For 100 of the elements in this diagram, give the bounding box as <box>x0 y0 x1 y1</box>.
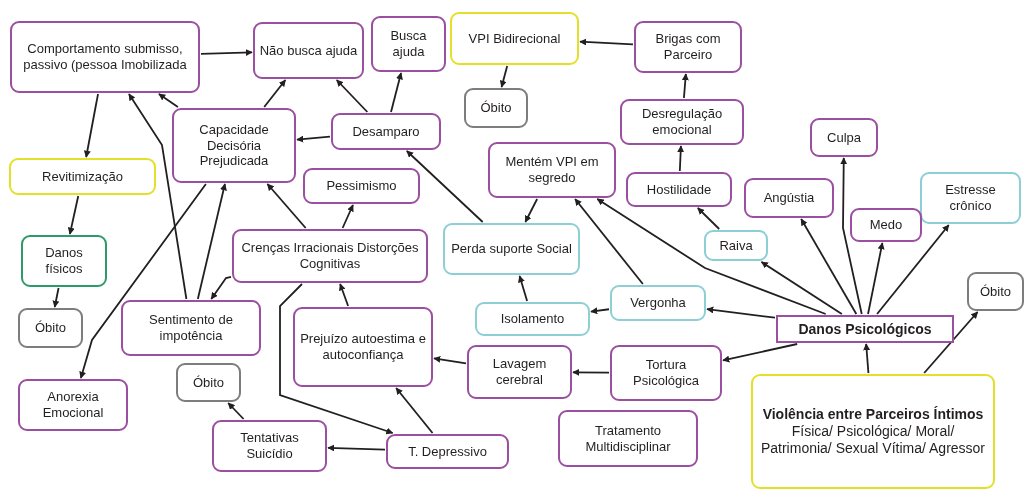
box-text: Busca ajuda <box>389 28 428 60</box>
box-text: Revitimização <box>42 168 123 185</box>
concept-box <box>450 12 579 65</box>
arrow <box>405 150 484 223</box>
concept-box <box>704 230 768 261</box>
concept-box <box>488 142 616 198</box>
box-text: Tentativas Suicídio <box>239 430 300 462</box>
box-text: Óbito <box>192 374 225 391</box>
concept-box <box>810 118 878 157</box>
concept-box <box>232 229 428 283</box>
box-text: Óbito <box>979 283 1012 300</box>
arrow <box>696 207 721 230</box>
arrow <box>83 93 99 158</box>
arrow <box>79 183 207 379</box>
box-text: Angústia <box>763 190 815 206</box>
box-text: Sentimento de impotência <box>148 312 234 344</box>
concept-box <box>303 168 420 204</box>
arrow <box>296 135 331 143</box>
concept-box <box>467 345 572 399</box>
arrow <box>227 402 245 420</box>
concept-box <box>371 16 446 72</box>
arrow <box>390 72 403 113</box>
arrow <box>800 218 858 315</box>
box-text: Prejuízo autoestima e autoconfiança <box>299 331 427 363</box>
concept-box <box>558 410 698 467</box>
arrow <box>876 224 950 315</box>
arrow <box>706 306 776 319</box>
concept-box <box>18 308 83 348</box>
concept-box <box>850 208 922 242</box>
arrow <box>266 183 307 229</box>
concept-box <box>634 21 742 73</box>
concept-box <box>331 113 441 150</box>
arrow <box>52 287 60 308</box>
box-text: Comportamento submisso, passivo (pessoa Imobilizada <box>22 41 188 73</box>
concept-box <box>475 302 590 336</box>
arrow <box>339 283 350 307</box>
box-text: Lavagem cerebral <box>491 356 548 388</box>
arrow <box>279 283 394 435</box>
box-text: T. Depressivo <box>408 443 487 460</box>
arrow <box>335 79 369 113</box>
box-text: Perda suporte Social <box>451 241 572 257</box>
arrow <box>572 368 610 376</box>
box-text: Capacidade Decisória Prejudicada <box>198 122 270 169</box>
box-text: Desamparo <box>352 123 420 140</box>
box-text: Brigas com Parceiro <box>654 31 722 63</box>
box-text: Vergonha <box>630 295 686 311</box>
concept-box <box>386 434 509 469</box>
arrow <box>67 195 80 235</box>
heading-box <box>776 315 954 343</box>
arrow <box>863 343 871 374</box>
arrow <box>327 444 386 452</box>
concept-box <box>9 158 156 195</box>
box-text: Não busca ajuda <box>259 42 358 59</box>
arrow <box>200 49 253 56</box>
box-text: Isolamento <box>500 311 565 327</box>
box-heading: Violência entre Parceiros Íntimos <box>762 406 984 424</box>
arrow <box>499 65 509 88</box>
concept-box <box>443 223 580 275</box>
arrow <box>923 311 979 374</box>
concept-box <box>21 235 107 287</box>
arrow <box>574 198 644 285</box>
arrow <box>596 198 827 315</box>
concept-box <box>610 345 722 401</box>
arrow <box>590 307 610 315</box>
arrow <box>867 242 885 315</box>
arrow <box>128 93 188 300</box>
box-text: Crenças Irracionais Distorções Cognitivas <box>240 240 420 272</box>
box-text: Danos Psicológicos <box>798 320 932 338</box>
arrow <box>579 38 634 46</box>
concept-box <box>464 88 528 128</box>
concept-box <box>121 300 261 356</box>
arrow <box>681 73 689 99</box>
arrow <box>722 343 799 363</box>
box-text: VPI Bidirecional <box>468 30 561 47</box>
box-text: Medo <box>869 217 903 233</box>
concept-box <box>212 420 327 472</box>
box-text: Danos físicos <box>44 245 84 277</box>
box-text: Desregulação emocional <box>640 106 724 138</box>
box-text: Tortura Psicológica <box>632 357 700 389</box>
box-text: Culpa <box>827 129 861 146</box>
concept-box <box>620 99 744 145</box>
box-text: Óbito <box>480 100 512 116</box>
concept-box <box>172 108 296 183</box>
arrow <box>196 183 227 300</box>
arrow <box>677 145 685 172</box>
arrow <box>760 261 843 315</box>
arrow <box>341 204 354 229</box>
concept-box <box>176 363 241 402</box>
concept-box <box>744 178 834 218</box>
box-text: Estresse crônico <box>944 182 997 214</box>
box-text: Anorexia Emocional <box>41 389 105 421</box>
concept-box <box>253 22 364 79</box>
concept-box <box>610 285 706 321</box>
box-text: Óbito <box>34 320 67 336</box>
arrow <box>395 387 434 434</box>
box-text: Pessimismo <box>326 178 397 194</box>
box-text: Mentém VPI em segredo <box>504 154 600 186</box>
concept-box <box>751 374 995 489</box>
box-text: Raiva <box>719 237 753 254</box>
arrow <box>840 157 863 315</box>
